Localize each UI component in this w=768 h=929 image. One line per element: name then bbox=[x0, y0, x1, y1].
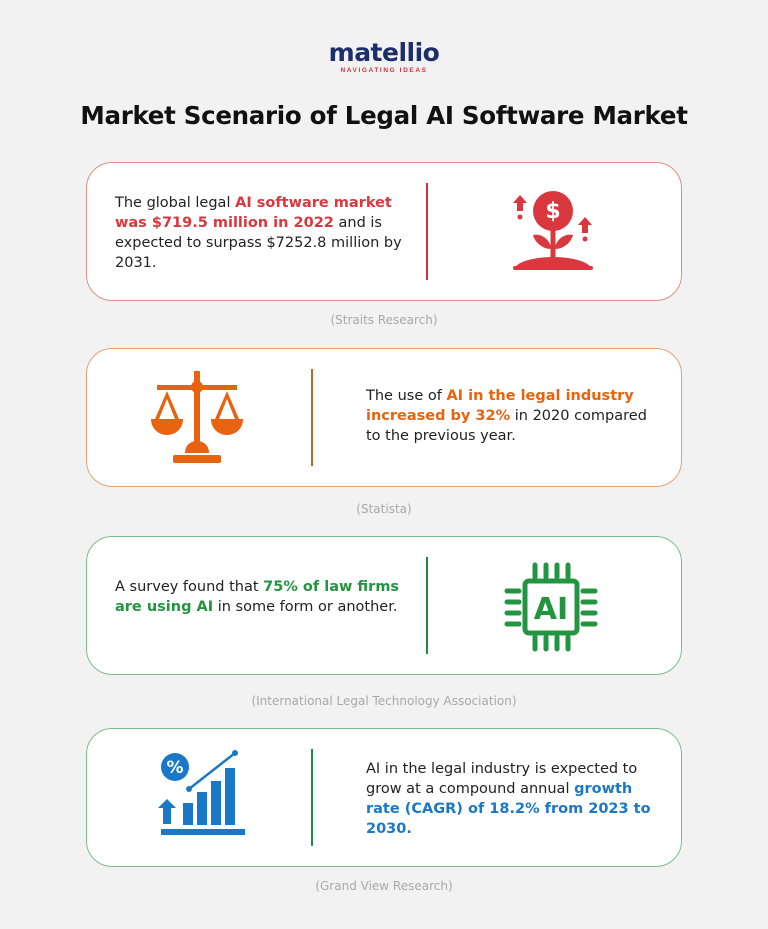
divider bbox=[426, 557, 428, 654]
ai-chip-icon: AI bbox=[501, 557, 601, 661]
growth-bar-chart-icon: % bbox=[157, 749, 247, 843]
divider bbox=[426, 183, 428, 280]
scales-of-justice-icon bbox=[147, 369, 247, 473]
stat-text-post: in some form or another. bbox=[213, 599, 398, 615]
source-citation: (International Legal Technology Associat… bbox=[251, 694, 517, 708]
stat-text: AI in the legal industry is expected to … bbox=[366, 759, 666, 839]
money-growth-plant-icon: $ bbox=[507, 185, 597, 279]
stat-card-law-firm-adoption: A survey found that 75% of law firms are… bbox=[86, 536, 682, 675]
svg-text:%: % bbox=[166, 758, 183, 778]
logo-wordmark: matellio bbox=[328, 38, 440, 67]
stat-highlight: growth rate (CAGR) of 18.2% from 2023 to… bbox=[366, 781, 651, 837]
svg-text:AI: AI bbox=[534, 592, 568, 627]
source-citation: (Grand View Research) bbox=[315, 879, 453, 893]
stat-card-market-size: The global legal AI software market was … bbox=[86, 162, 682, 301]
source-citation: (Straits Research) bbox=[330, 313, 438, 327]
stat-text: The use of AI in the legal industry incr… bbox=[366, 386, 666, 446]
svg-text:$: $ bbox=[545, 199, 560, 224]
divider bbox=[311, 749, 313, 846]
stat-text: A survey found that 75% of law firms are… bbox=[115, 577, 405, 617]
source-citation: (Statista) bbox=[356, 502, 412, 516]
stat-text-post: in 2020 compared to the previous year. bbox=[366, 408, 647, 444]
stat-text: The global legal AI software market was … bbox=[115, 193, 405, 273]
stat-highlight: AI in the legal industry increased by 32… bbox=[366, 388, 634, 424]
stat-text-post: and is expected to surpass $7252.8 milli… bbox=[115, 215, 402, 271]
stat-text-pre: A survey found that bbox=[115, 579, 264, 595]
stat-text-pre: The use of bbox=[366, 388, 447, 404]
page-title: Market Scenario of Legal AI Software Mar… bbox=[80, 101, 688, 130]
stat-highlight: 75% of law firms are using AI bbox=[115, 579, 400, 615]
logo-tagline: NAVIGATING IDEAS bbox=[340, 67, 428, 74]
divider bbox=[311, 369, 313, 466]
stat-card-usage-increase: The use of AI in the legal industry incr… bbox=[86, 348, 682, 487]
stat-text-pre: The global legal bbox=[115, 195, 236, 211]
stat-highlight: AI software market was $719.5 million in… bbox=[115, 195, 392, 231]
stat-text-pre: AI in the legal industry is expected to … bbox=[366, 761, 638, 797]
stat-card-cagr: % AI in the legal industry is expected t… bbox=[86, 728, 682, 867]
logo: matellio NAVIGATING IDEAS bbox=[0, 38, 768, 75]
